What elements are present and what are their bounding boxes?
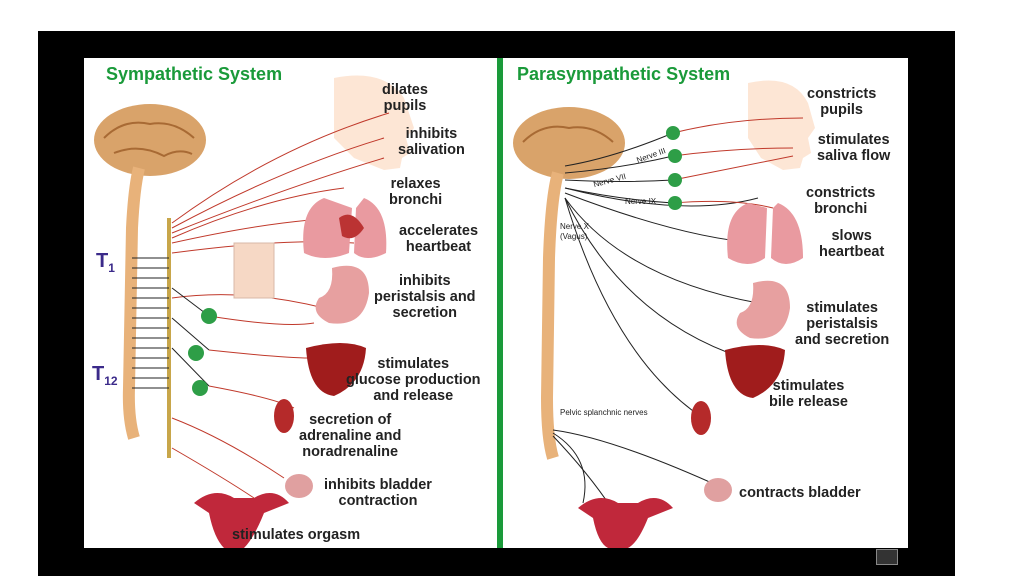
ganglion-icon <box>666 126 680 140</box>
label-orgasm: stimulates orgasm <box>232 527 361 543</box>
stomach-icon <box>736 280 790 339</box>
liver-icon <box>725 345 785 398</box>
bladder-icon <box>704 478 732 502</box>
pelvic-nerves-label: Pelvic splanchnic nerves <box>560 408 648 417</box>
kidney-icon <box>274 399 294 433</box>
ganglion-icon <box>188 345 204 361</box>
t12-label: T12 <box>92 363 118 388</box>
t1-label: T1 <box>96 250 115 275</box>
parasympathetic-panel: Parasympathetic System Nerve III Nerve V… <box>503 58 908 548</box>
ganglion-icon <box>668 196 682 210</box>
nerve-x-label: Nerve X (Vagus) <box>560 222 589 241</box>
bladder-icon <box>285 474 313 498</box>
label-bladder-contract: contracts bladder <box>739 485 861 501</box>
spinal-cord <box>122 166 145 440</box>
nerve-ix-label: Nerve IX <box>625 197 657 206</box>
uterus-icon <box>194 493 289 548</box>
lungs-icon <box>303 198 352 258</box>
brain-icon <box>94 104 206 176</box>
uterus-icon <box>578 498 673 548</box>
spinal-cord <box>540 171 564 460</box>
sympathetic-illustration <box>94 75 414 548</box>
ganglion-icon <box>668 149 682 163</box>
divider <box>497 58 503 548</box>
brain-icon <box>513 107 625 179</box>
kidney-icon <box>691 401 711 435</box>
liver-icon <box>306 343 366 396</box>
sympathetic-title: Sympathetic System <box>106 64 283 84</box>
stomach-icon <box>315 265 369 324</box>
parasympathetic-illustration <box>513 80 815 548</box>
parasympathetic-title: Parasympathetic System <box>517 64 731 84</box>
ganglion-icon <box>201 308 217 324</box>
ganglion-icon <box>668 173 682 187</box>
ganglion-icon <box>192 380 208 396</box>
lungs-icon <box>727 203 767 264</box>
player-control-icon[interactable] <box>876 549 898 565</box>
